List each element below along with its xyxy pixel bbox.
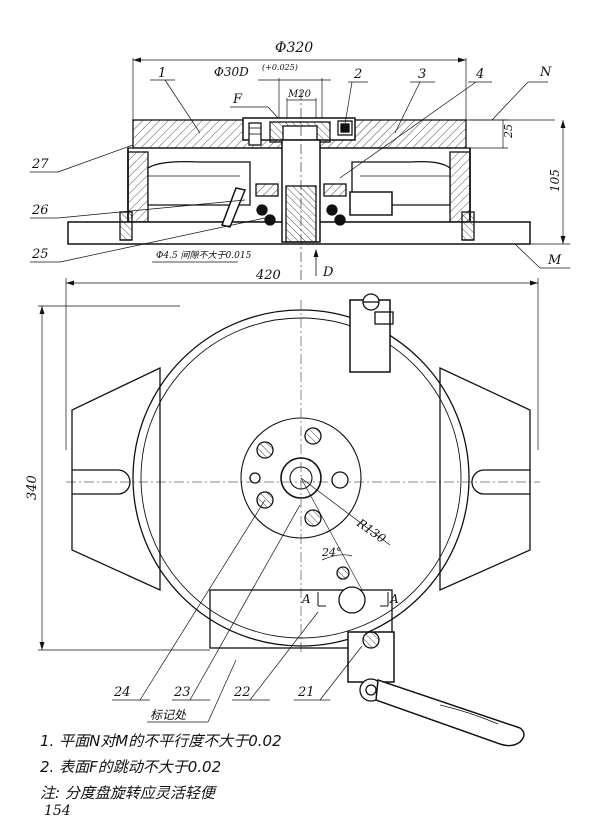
callout-21: 21 bbox=[297, 685, 315, 700]
dim-phi30: Φ30D bbox=[214, 65, 249, 79]
labels: Φ320 Φ30D (+0.025) M20 F N 25 105 M D 42… bbox=[25, 40, 562, 722]
note-line-2: 2. 表面F的跳动不大于0.02 bbox=[40, 758, 222, 776]
letter-a-right: A bbox=[389, 592, 399, 606]
letter-n: N bbox=[539, 65, 552, 80]
dim-m20: M20 bbox=[287, 89, 312, 100]
mark-label: 标记处 bbox=[150, 708, 187, 722]
page-number: 154 bbox=[44, 803, 71, 819]
callout-4: 4 bbox=[475, 67, 484, 82]
dim-25: 25 bbox=[502, 124, 515, 139]
callout-23: 23 bbox=[173, 685, 191, 700]
callout-25: 25 bbox=[31, 247, 49, 262]
dim-340: 340 bbox=[25, 475, 40, 500]
technical-notes: 1. 平面N对M的不平行度不大于0.02 2. 表面F的跳动不大于0.02 注:… bbox=[40, 728, 580, 806]
callout-27: 27 bbox=[31, 157, 49, 172]
letter-d: D bbox=[322, 265, 334, 280]
dim-phi320: Φ320 bbox=[275, 40, 313, 56]
callout-22: 22 bbox=[233, 685, 251, 700]
callout-26: 26 bbox=[31, 203, 49, 218]
letter-a-left: A bbox=[301, 592, 311, 606]
callout-24: 24 bbox=[113, 685, 131, 700]
dim-clearance: Φ4.5 间隙不大于0.015 bbox=[156, 250, 252, 261]
dim-105: 105 bbox=[548, 169, 562, 192]
callout-1: 1 bbox=[158, 66, 166, 81]
dim-420: 420 bbox=[255, 268, 281, 283]
callout-2: 2 bbox=[353, 67, 362, 82]
plan-view bbox=[38, 278, 540, 747]
dim-phi30-tolerance: (+0.025) bbox=[262, 63, 298, 72]
callout-3: 3 bbox=[418, 67, 426, 82]
dim-angle-24: 24° bbox=[321, 546, 342, 559]
section-view bbox=[30, 57, 570, 282]
dim-r130: R130 bbox=[353, 515, 388, 546]
letter-m: M bbox=[547, 253, 562, 268]
note-line-1: 1. 平面N对M的不平行度不大于0.02 bbox=[40, 732, 282, 750]
note-line-3: 注: 分度盘旋转应灵活轻便 bbox=[40, 784, 215, 802]
letter-f: F bbox=[232, 92, 243, 107]
